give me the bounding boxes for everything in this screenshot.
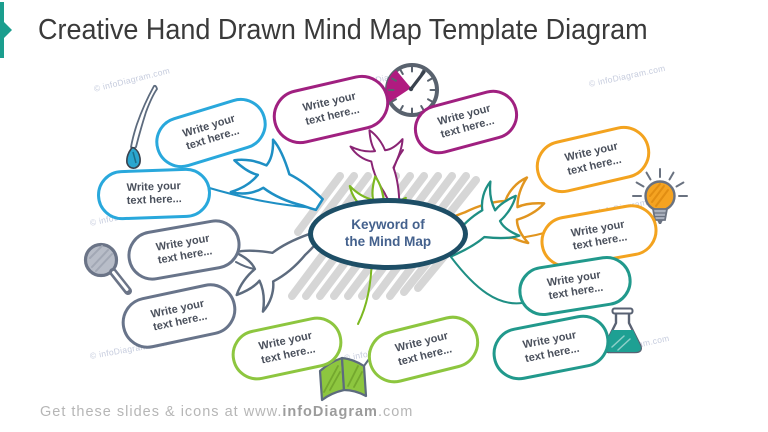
- map-icon: [318, 356, 370, 402]
- center-node-line1: Keyword of: [351, 217, 425, 233]
- magnifier-icon: [83, 242, 132, 295]
- bubble-blue-2: Write your text here...: [96, 167, 212, 221]
- footer-suffix: .com: [377, 404, 414, 420]
- stopwatch-icon: [385, 63, 439, 117]
- footer: Get these slides & icons at www.infoDiag…: [40, 404, 413, 420]
- flask-icon: [602, 307, 643, 354]
- paintbrush-icon: [126, 84, 158, 169]
- bubble-text-line2: text here...: [126, 193, 182, 207]
- branch-teal-line: [450, 256, 523, 305]
- accent-arrow-icon: [4, 22, 12, 38]
- footer-brand-link[interactable]: infoDiagram: [282, 404, 378, 420]
- footer-prefix: Get these slides & icons at www.: [40, 404, 283, 420]
- page-title: Creative Hand Drawn Mind Map Template Di…: [38, 14, 648, 46]
- accent-mark: [0, 2, 12, 58]
- center-node: Keyword of the Mind Map: [308, 198, 468, 270]
- center-node-line2: the Mind Map: [344, 234, 432, 249]
- lightbulb-icon: [632, 168, 688, 224]
